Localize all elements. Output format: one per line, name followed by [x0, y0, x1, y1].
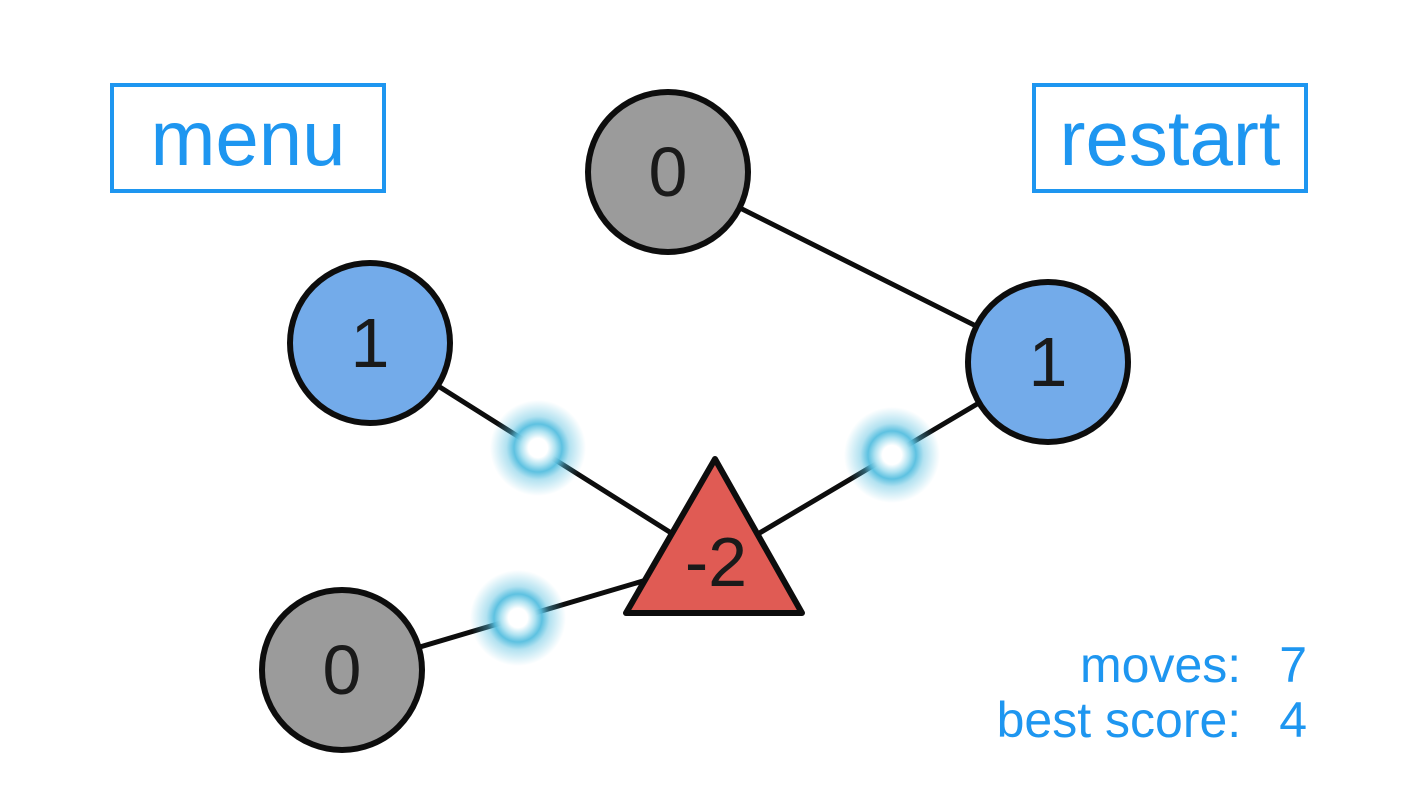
moves-value: 7 [1279, 637, 1307, 693]
best-score-value: 4 [1279, 692, 1307, 748]
node-bottom[interactable]: 0 [259, 587, 425, 753]
moves-line: moves: 7 [997, 638, 1307, 693]
restart-button[interactable]: restart [1032, 83, 1308, 193]
moves-label: moves: [1080, 637, 1242, 693]
node-circle-bottom[interactable] [259, 587, 425, 753]
edge-marker-layer [470, 400, 940, 666]
edge-glow-marker [470, 570, 566, 666]
edge-glow-marker [844, 407, 940, 503]
node-top[interactable]: 0 [585, 89, 751, 255]
best-score-label: best score: [996, 692, 1242, 748]
menu-button[interactable]: menu [110, 83, 386, 193]
node-circle-right[interactable] [965, 279, 1131, 445]
node-center[interactable]: -2 [623, 456, 805, 616]
node-circle-top[interactable] [585, 89, 751, 255]
edge-glow-marker [490, 400, 586, 496]
node-triangle-center[interactable] [623, 456, 805, 616]
node-circle-left[interactable] [287, 260, 453, 426]
node-left[interactable]: 1 [287, 260, 453, 426]
scoreboard: moves: 7 best score: 4 [997, 638, 1307, 748]
node-right[interactable]: 1 [965, 279, 1131, 445]
best-score-line: best score: 4 [997, 693, 1307, 748]
